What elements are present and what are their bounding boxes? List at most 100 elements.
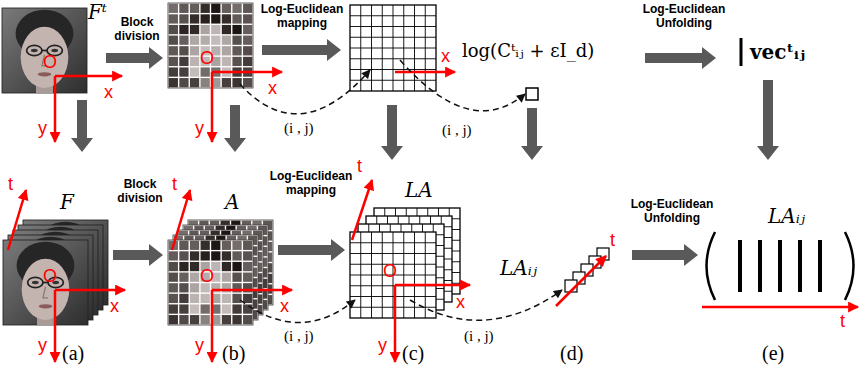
image-block: [232, 36, 241, 45]
axis-label: x: [268, 78, 277, 99]
image-block: [243, 251, 252, 260]
axis-arrow: [55, 75, 122, 78]
image-block: [222, 241, 231, 250]
image-block: [243, 4, 252, 13]
axis-arrow: [212, 289, 292, 292]
image-block: [232, 78, 241, 87]
image-block: [169, 25, 178, 34]
face-frame: [2, 8, 87, 93]
image-block: [232, 284, 241, 293]
image-block: [190, 273, 199, 282]
image-block: [179, 46, 188, 55]
process-arrow: [381, 105, 403, 160]
vector-bar: [740, 38, 743, 66]
image-block: [169, 304, 178, 313]
index-label: (i , j): [282, 328, 316, 345]
step-label: Block division: [110, 16, 164, 44]
image-block: [201, 78, 210, 87]
axis-label: y: [195, 118, 204, 139]
image-block: [169, 14, 178, 23]
block-frame: [168, 240, 253, 325]
image-block: [169, 315, 178, 324]
image-block: [179, 36, 188, 45]
axis-arrow: [556, 256, 606, 306]
image-block: [222, 304, 231, 313]
image-block: [169, 283, 178, 292]
process-arrow: [632, 244, 698, 266]
image-block: [179, 14, 188, 23]
process-arrow: [113, 244, 163, 266]
image-block: [221, 241, 230, 250]
image-block: [179, 67, 188, 76]
axis-label: O: [200, 48, 214, 69]
axis-label: x: [280, 296, 289, 317]
image-block: [232, 241, 241, 250]
image-block: [222, 251, 231, 260]
axis-label: x: [456, 292, 465, 313]
image-block: [169, 57, 178, 66]
image-block: [232, 263, 241, 272]
image-block: [201, 4, 210, 13]
process-arrow: [757, 80, 779, 160]
block-image: [168, 240, 253, 325]
image-block: [190, 36, 199, 45]
axis-arrow: [8, 190, 26, 250]
axis-arrow: [211, 290, 214, 362]
image-block: [189, 273, 198, 282]
panel-label: (b): [222, 342, 245, 365]
axis-label: t: [610, 230, 615, 251]
image-block: [232, 251, 241, 260]
image-block: [189, 294, 198, 303]
face-skin: [21, 27, 69, 88]
index-label: (i , j): [440, 122, 474, 139]
process-arrow: [71, 100, 93, 152]
image-block: [232, 262, 241, 271]
process-arrow: [521, 108, 543, 160]
image-block: [179, 241, 188, 250]
step-label: Block division: [112, 178, 168, 206]
block-frame: [168, 3, 253, 88]
image-block: [179, 251, 188, 260]
image-block: [222, 273, 231, 282]
process-arrow: [106, 47, 163, 69]
image-block: [189, 252, 198, 261]
image-block: [189, 263, 198, 272]
grid-line: [350, 80, 436, 81]
image-block: [190, 78, 199, 87]
image-block: [200, 294, 209, 303]
image-block: [243, 36, 252, 45]
image-block: [232, 252, 241, 261]
axis-arrow: [212, 71, 282, 74]
image-block: [201, 294, 210, 303]
axis-label: y: [38, 335, 47, 356]
image-block: [211, 241, 220, 250]
image-block: [189, 305, 198, 314]
panel-label: (e): [762, 342, 784, 365]
image-block: [232, 294, 241, 303]
axis-arrow: [702, 306, 858, 309]
image-block: [179, 25, 188, 34]
axis-arrow: [54, 290, 57, 362]
vector-bar: [758, 240, 762, 292]
axis-label: x: [110, 296, 119, 317]
axis-label: x: [104, 82, 113, 103]
glasses-bridge: [42, 50, 47, 52]
vector-label: vecᵗᵢⱼ: [750, 40, 805, 64]
image-block: [242, 284, 251, 293]
axis-arrow: [394, 285, 397, 362]
image-block: [211, 4, 220, 13]
image-block: [179, 284, 188, 293]
covariance-cell: [526, 88, 538, 100]
formula-label: log(Cᵗᵢⱼ + εI_d): [462, 40, 594, 61]
image-block: [200, 305, 209, 314]
block-image: [173, 235, 258, 320]
image-block: [201, 36, 210, 45]
image-block: [201, 25, 210, 34]
image-block: [189, 284, 198, 293]
image-block: [211, 14, 220, 23]
face-image: [2, 8, 87, 93]
image-block: [211, 36, 220, 45]
image-block: [169, 262, 178, 271]
axis-label: y: [38, 118, 47, 139]
image-block: [232, 241, 241, 250]
